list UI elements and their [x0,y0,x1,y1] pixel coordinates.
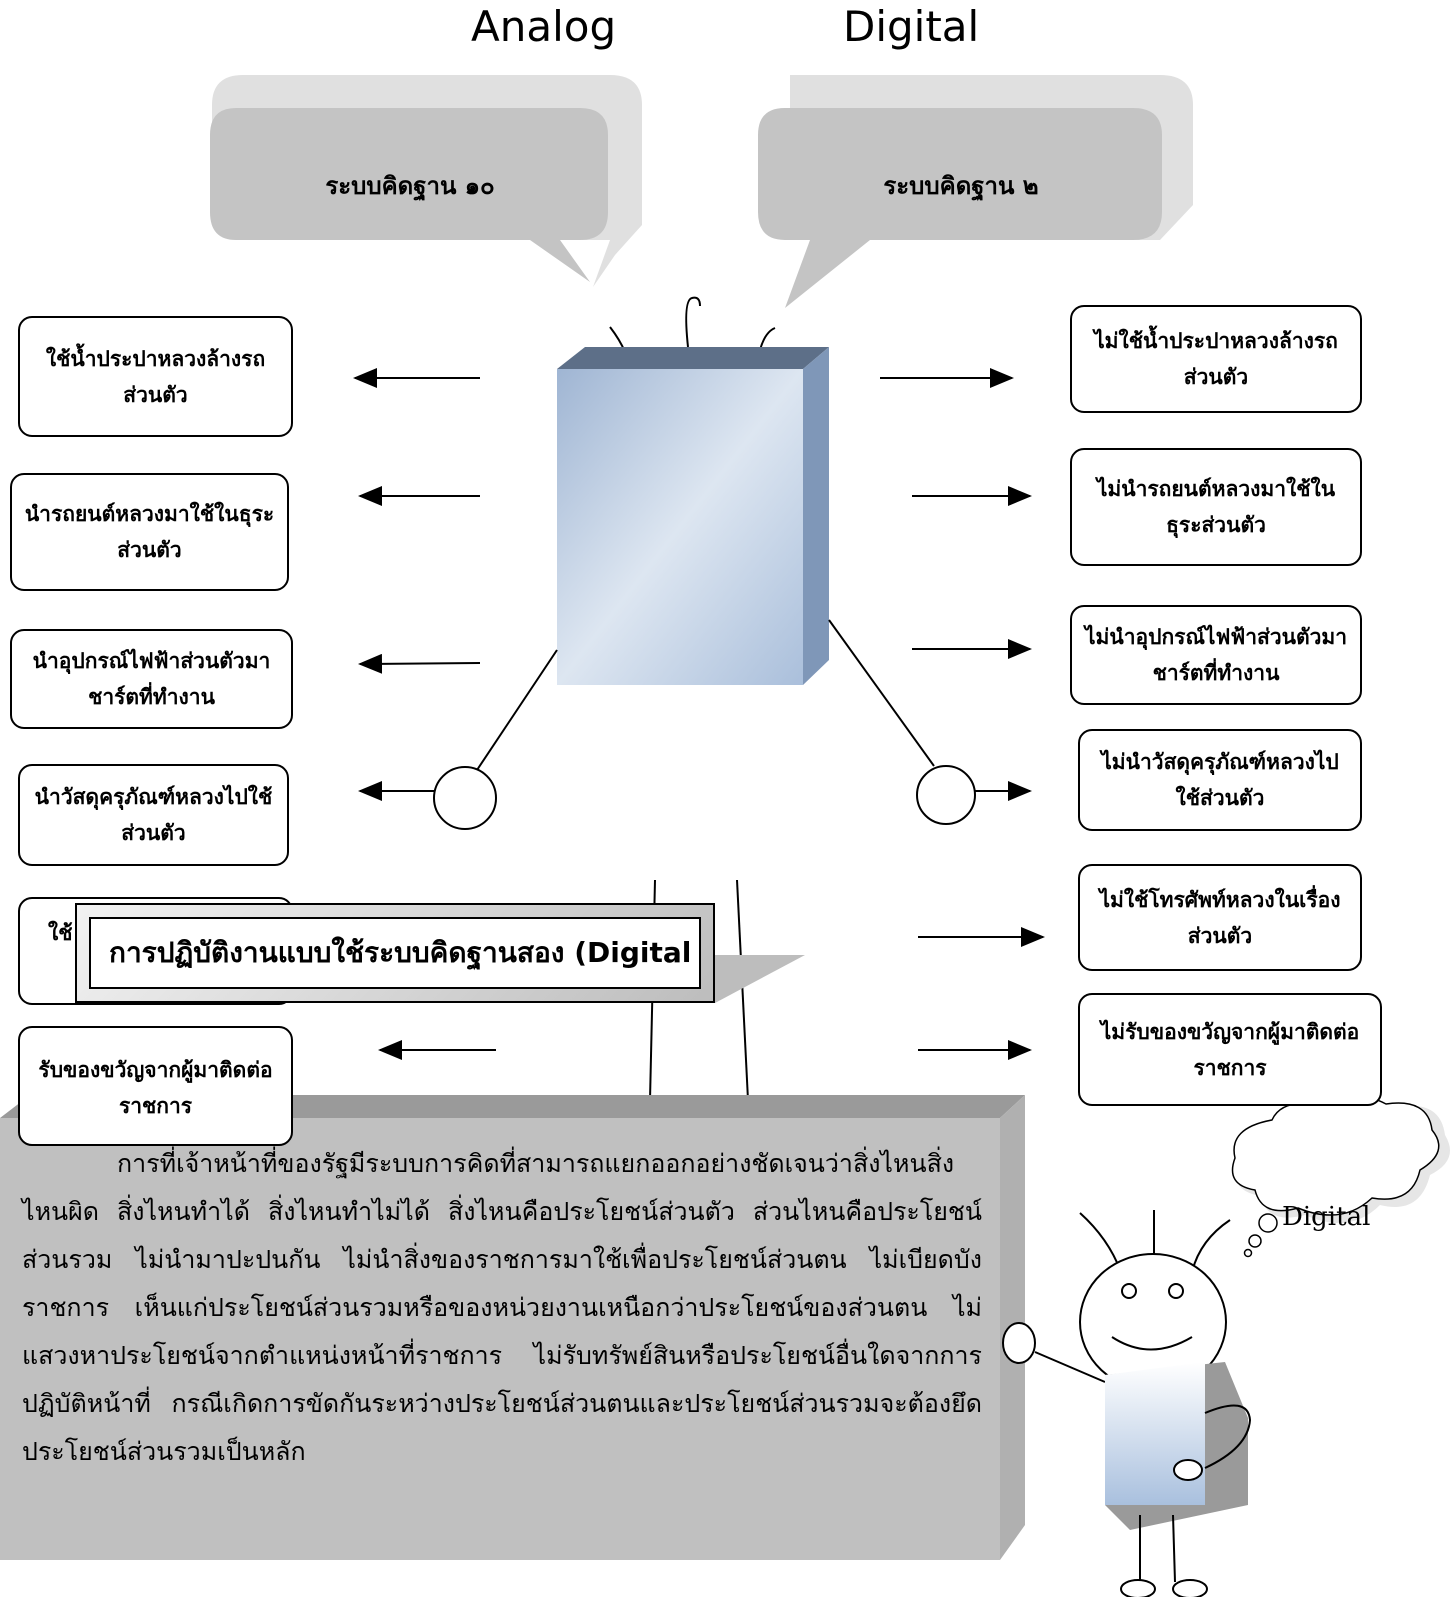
right-box-1: ไม่ใช้น้ำประปาหลวงล้างรถส่วนตัว [1070,305,1362,413]
right-box-2: ไม่นำรถยนต์หลวงมาใช้ในธุระส่วนตัว [1070,448,1362,566]
right-box-4: ไม่นำวัสดุครุภัณฑ์หลวงไปใช้ส่วนตัว [1078,729,1362,831]
title-banner-text: การปฏิบัติงานแบบใช้ระบบคิดฐานสอง (Digita… [89,917,701,989]
right-box-3: ไม่นำอุปกรณ์ไฟฟ้าส่วนตัวมาชาร์ตที่ทำงาน [1070,605,1362,705]
left-box-1: ใช้น้ำประปาหลวงล้างรถส่วนตัว [18,316,293,437]
bubble-left-shape [210,75,642,287]
bubble-right-shape [758,75,1193,308]
stick-figure [1002,1210,1252,1597]
right-box-6: ไม่รับของขวัญจากผู้มาติดต่อราชการ [1078,993,1382,1106]
bubble-left: ระบบคิดฐาน ๑๐ [212,166,608,205]
left-box-3: นำอุปกรณ์ไฟฟ้าส่วนตัวมาชาร์ตที่ทำงาน [10,629,293,729]
title-banner: การปฏิบัติงานแบบใช้ระบบคิดฐานสอง (Digita… [75,903,715,1003]
description-text: การที่เจ้าหน้าที่ของรัฐมีระบบการคิดที่สา… [22,1149,982,1466]
bubble-right-label: ระบบคิดฐาน ๒ [883,172,1039,200]
bubble-right: ระบบคิดฐาน ๒ [760,166,1162,205]
central-box [557,347,829,685]
left-box-4: นำวัสดุครุภัณฑ์หลวงไปใช้ส่วนตัว [18,764,289,866]
thought-cloud-shape [1231,1094,1450,1258]
header-digital: Digital [843,2,980,51]
left-box-6: รับของขวัญจากผู้มาติดต่อราชการ [18,1026,293,1146]
right-box-5: ไม่ใช้โทรศัพท์หลวงในเรื่องส่วนตัว [1078,864,1362,971]
left-box-2: นำรถยนต์หลวงมาใช้ในธุระส่วนตัว [10,473,289,591]
header-analog: Analog [471,2,617,51]
thought-cloud-text: Digital [1282,1202,1371,1232]
description-paragraph: การที่เจ้าหน้าที่ของรัฐมีระบบการคิดที่สา… [22,1140,982,1476]
bubble-left-label: ระบบคิดฐาน ๑๐ [325,172,495,200]
